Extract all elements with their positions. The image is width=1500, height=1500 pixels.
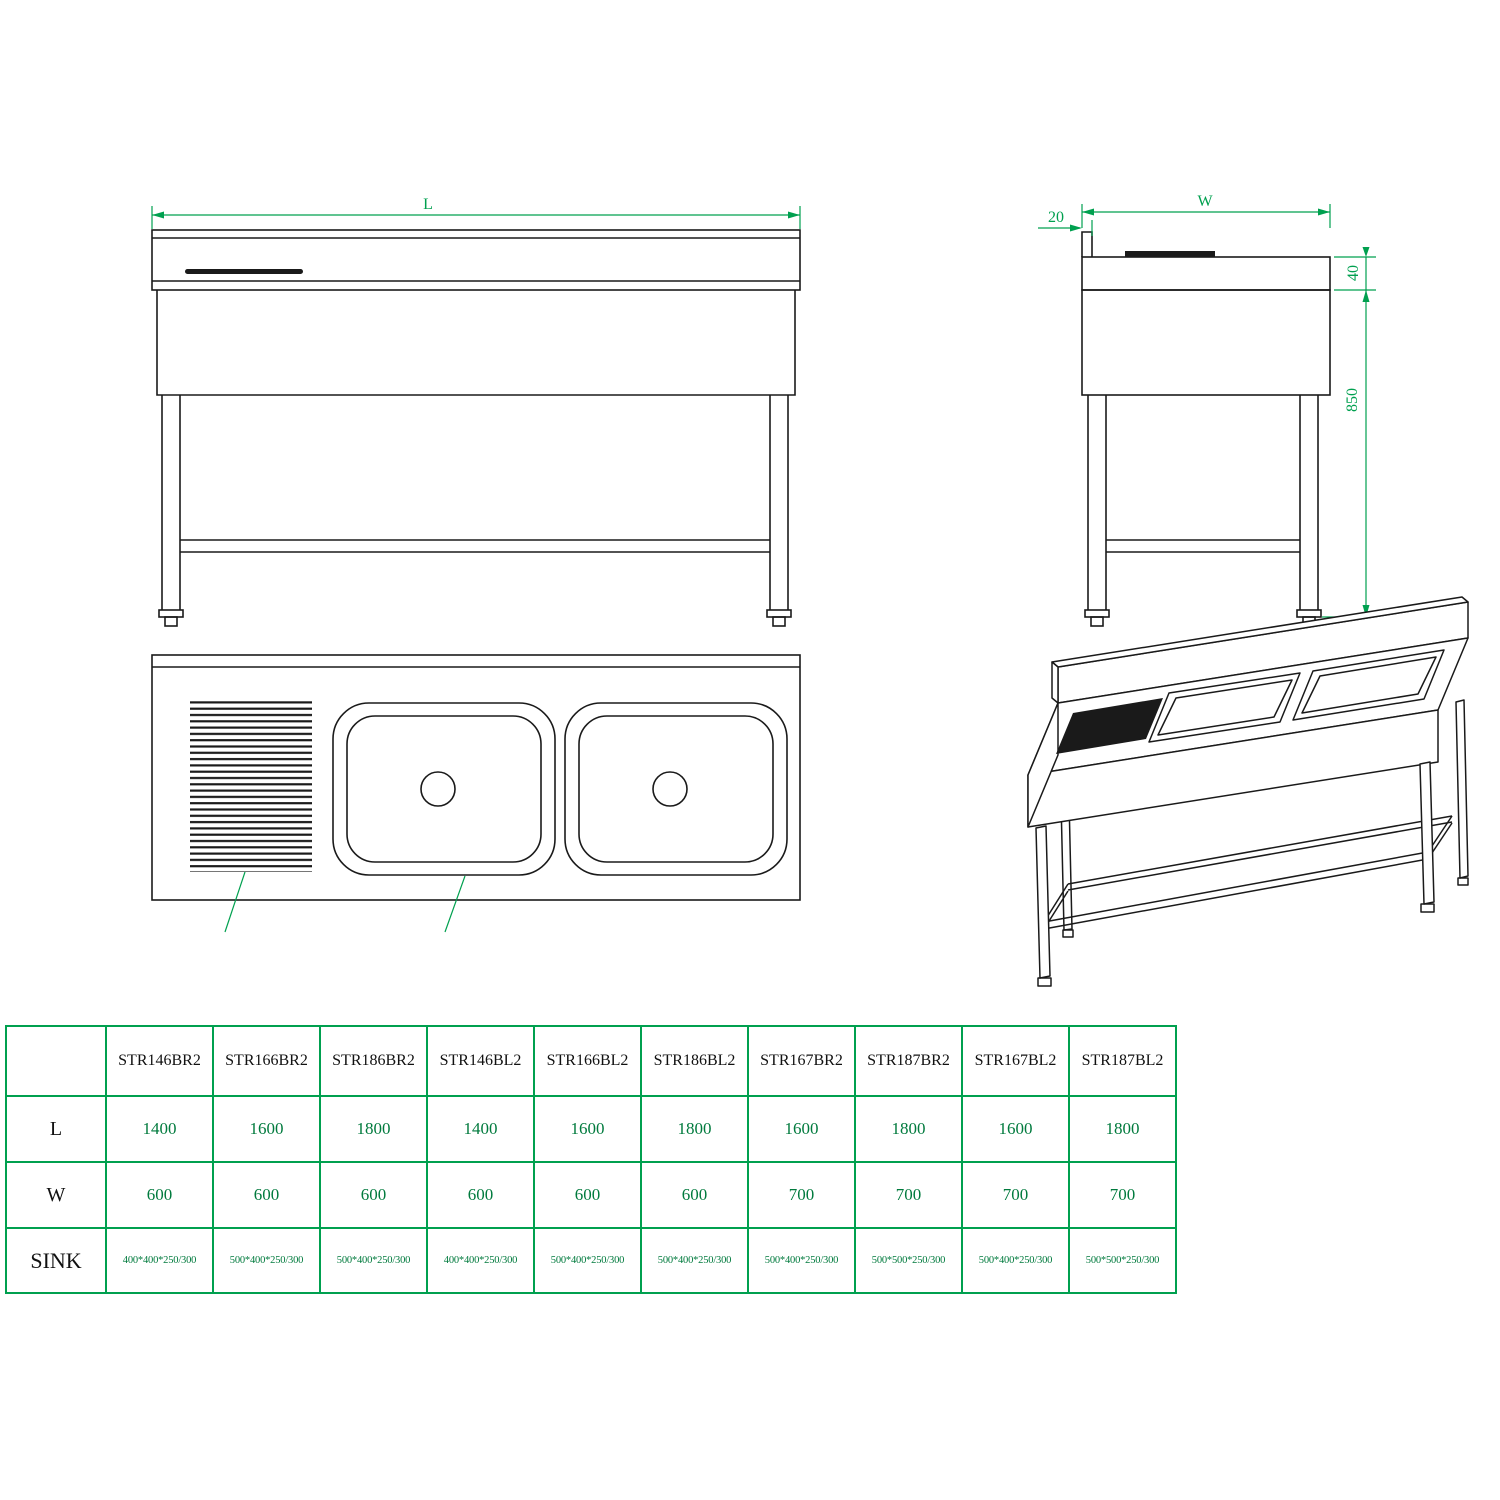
corner-cell (5, 1025, 107, 1097)
l-value-cell: 1400 (105, 1095, 214, 1163)
side-counter-slab (1081, 256, 1331, 291)
side-backsplash (1081, 231, 1093, 257)
row-label-w: W (5, 1161, 107, 1229)
l-value-cell: 1600 (747, 1095, 856, 1163)
sink-value-cell: 500*400*250/300 (212, 1227, 321, 1294)
sink-row: SINK 400*400*250/300 500*400*250/300 500… (5, 1227, 1177, 1294)
model-cell: STR166BL2 (533, 1025, 642, 1097)
plan-drainboard (190, 700, 312, 872)
dim-label-w: W (1197, 193, 1213, 210)
sink-value-cell: 500*400*250/300 (533, 1227, 642, 1294)
l-value-cell: 1800 (1068, 1095, 1177, 1163)
row-label-l: L (5, 1095, 107, 1163)
model-cell: STR146BL2 (426, 1025, 535, 1097)
w-value-cell: 600 (319, 1161, 428, 1229)
dim-label-850: 850 (1344, 388, 1361, 412)
w-value-cell: 700 (747, 1161, 856, 1229)
side-view (1081, 231, 1331, 627)
front-apron (156, 290, 796, 396)
plan-drain-hole-2 (652, 771, 688, 807)
length-row: L 1400 1600 1800 1400 1600 1800 1600 180… (5, 1095, 1177, 1163)
dim-label-20: 20 (1048, 209, 1064, 226)
front-view-dimension-l (151, 206, 801, 229)
iso-sink-bowl-2 (1292, 649, 1445, 721)
sink-value-cell: 400*400*250/300 (105, 1227, 214, 1294)
model-row: STR146BR2 STR166BR2 STR186BR2 STR146BL2 … (5, 1025, 1177, 1097)
model-cell: STR187BR2 (854, 1025, 963, 1097)
front-counter-band (151, 229, 801, 291)
w-value-cell: 700 (854, 1161, 963, 1229)
model-cell: STR187BL2 (1068, 1025, 1177, 1097)
model-cell: STR186BR2 (319, 1025, 428, 1097)
sink-value-cell: 500*400*250/300 (640, 1227, 749, 1294)
plan-outline (151, 654, 801, 901)
l-value-cell: 1800 (854, 1095, 963, 1163)
width-row: W 600 600 600 600 600 600 700 700 700 70… (5, 1161, 1177, 1229)
model-cell: STR146BR2 (105, 1025, 214, 1097)
row-label-sink: SINK (5, 1227, 107, 1294)
w-value-cell: 600 (105, 1161, 214, 1229)
technical-drawing: L (151, 193, 1469, 987)
spec-table: STR146BR2 STR166BR2 STR186BR2 STR146BL2 … (5, 1025, 1177, 1294)
l-value-cell: 1600 (961, 1095, 1070, 1163)
isometric-view (1027, 596, 1469, 987)
w-value-cell: 700 (1068, 1161, 1177, 1229)
side-apron (1081, 289, 1331, 396)
model-cell: STR167BL2 (961, 1025, 1070, 1097)
side-drain-slot (1125, 251, 1215, 257)
plan-sink-bowl-1 (332, 702, 556, 876)
w-value-cell: 600 (533, 1161, 642, 1229)
front-view (151, 229, 801, 627)
w-value-cell: 700 (961, 1161, 1070, 1229)
plan-view (151, 654, 801, 901)
model-cell: STR167BR2 (747, 1025, 856, 1097)
l-value-cell: 1600 (533, 1095, 642, 1163)
sink-value-cell: 400*400*250/300 (426, 1227, 535, 1294)
sink-value-cell: 500*400*250/300 (961, 1227, 1070, 1294)
w-value-cell: 600 (426, 1161, 535, 1229)
sink-value-cell: 500*400*250/300 (319, 1227, 428, 1294)
plan-sink-bowl-2 (564, 702, 788, 876)
w-value-cell: 600 (640, 1161, 749, 1229)
dim-label-40: 40 (1345, 265, 1362, 281)
w-value-cell: 600 (212, 1161, 321, 1229)
iso-drain-pad (1056, 698, 1163, 754)
dim-label-l: L (423, 196, 433, 213)
plan-drain-hole-1 (420, 771, 456, 807)
model-cell: STR166BR2 (212, 1025, 321, 1097)
model-cell: STR186BL2 (640, 1025, 749, 1097)
iso-left-end (1027, 702, 1059, 828)
sink-value-cell: 500*400*250/300 (747, 1227, 856, 1294)
l-value-cell: 1400 (426, 1095, 535, 1163)
front-drain-slot (185, 269, 303, 274)
sink-value-cell: 500*500*250/300 (1068, 1227, 1177, 1294)
l-value-cell: 1800 (640, 1095, 749, 1163)
plan-view-leader-lines (224, 871, 466, 933)
l-value-cell: 1600 (212, 1095, 321, 1163)
iso-sink-bowl-1 (1148, 672, 1301, 743)
sink-value-cell: 500*500*250/300 (854, 1227, 963, 1294)
l-value-cell: 1800 (319, 1095, 428, 1163)
